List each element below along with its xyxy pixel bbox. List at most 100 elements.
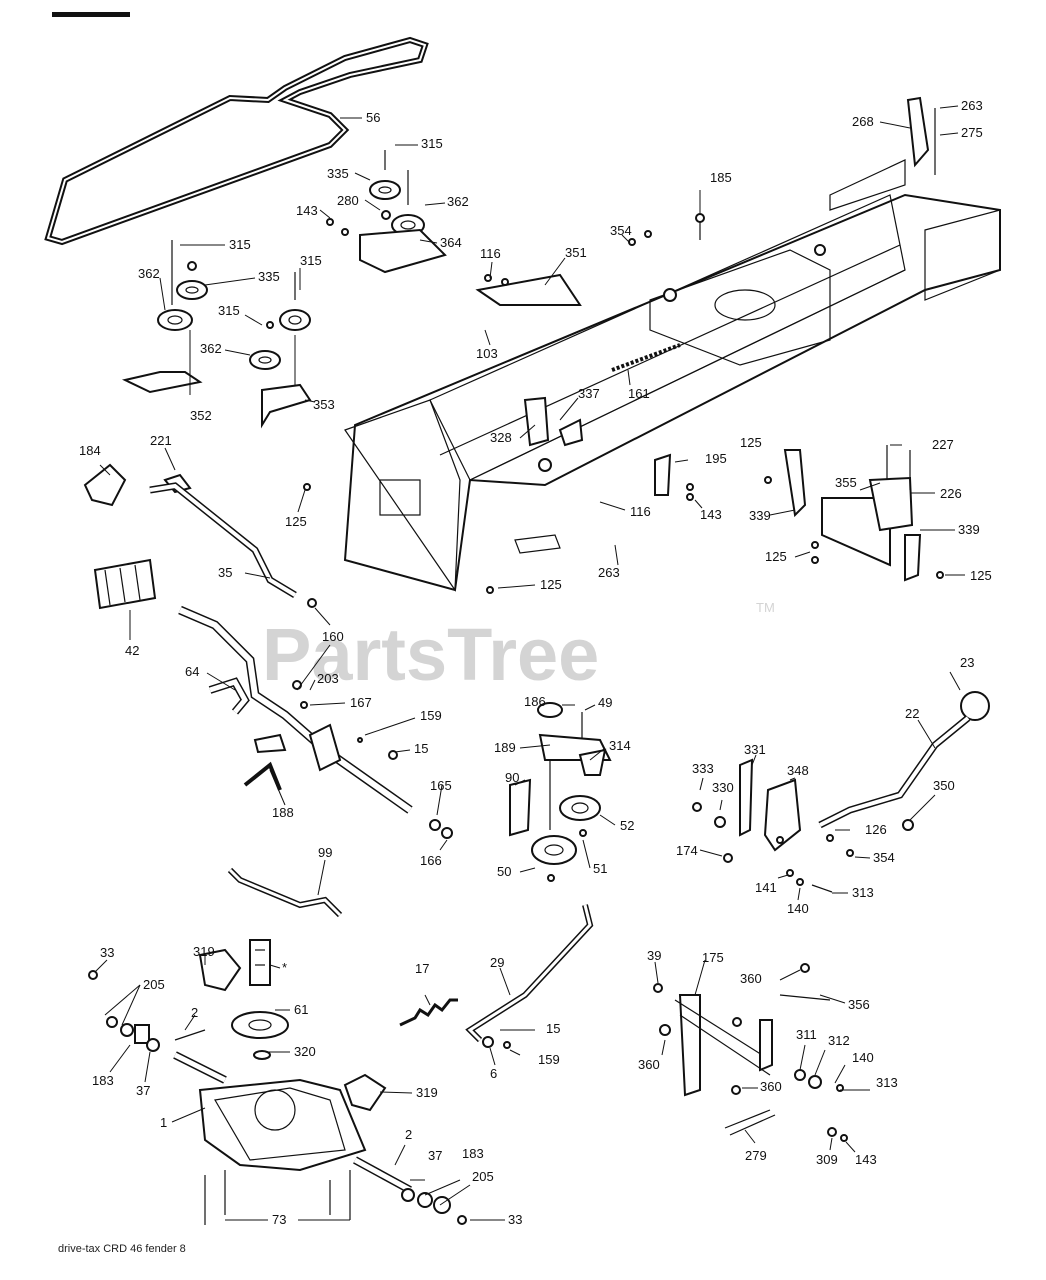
label-185: 185 (710, 170, 732, 185)
label-126: 126 (865, 822, 887, 837)
label-64: 64 (185, 664, 199, 679)
label-354: 354 (610, 223, 632, 238)
label-103: 103 (476, 346, 498, 361)
tractor-frame (343, 159, 1001, 592)
label-311: 311 (796, 1027, 817, 1042)
label-166: 166 (420, 853, 442, 868)
label-362: 362 (200, 341, 222, 356)
label-143: 143 (296, 203, 318, 218)
label-314: 314 (609, 738, 631, 753)
label-221: 221 (150, 433, 172, 448)
label-167: 167 (350, 695, 372, 710)
label-226: 226 (940, 486, 962, 501)
label-23: 23 (960, 655, 974, 670)
label-143: 143 (855, 1152, 877, 1167)
label-315: 315 (300, 253, 322, 268)
pulley-cluster-lower (121, 240, 312, 429)
watermark-text: PartsTree (262, 613, 599, 696)
label-315: 315 (229, 237, 251, 252)
label-279: 279 (745, 1148, 767, 1163)
clutch-assembly (509, 702, 612, 882)
label-42: 42 (125, 643, 139, 658)
label-6: 6 (490, 1066, 497, 1081)
label-227: 227 (932, 437, 954, 452)
part-labels: 56 315 335 280 362 143 364 315 362 335 3… (79, 98, 992, 1227)
label-99: 99 (318, 845, 332, 860)
label-160: 160 (322, 629, 344, 644)
label-35: 35 (218, 565, 232, 580)
label-2: 2 (191, 1005, 198, 1020)
label-star: * (282, 960, 287, 975)
label-263: 263 (961, 98, 983, 113)
label-328: 328 (490, 430, 512, 445)
rod-29-and-spring-17 (399, 904, 594, 1049)
label-364: 364 (440, 235, 462, 250)
label-268: 268 (852, 114, 874, 129)
label-2: 2 (405, 1127, 412, 1142)
label-335: 335 (258, 269, 280, 284)
label-116: 116 (630, 504, 651, 519)
label-161: 161 (628, 386, 650, 401)
label-183: 183 (92, 1073, 114, 1088)
label-315: 315 (218, 303, 240, 318)
label-263: 263 (598, 565, 620, 580)
label-330: 330 (712, 780, 734, 795)
rod-99 (227, 867, 343, 918)
label-360: 360 (740, 971, 762, 986)
label-352: 352 (190, 408, 212, 423)
label-356: 356 (848, 997, 870, 1012)
right-brackets (654, 445, 944, 582)
label-175: 175 (702, 950, 724, 965)
label-280: 280 (337, 193, 359, 208)
label-17: 17 (415, 961, 429, 976)
label-339: 339 (958, 522, 980, 537)
label-337: 337 (578, 386, 600, 401)
footer-text: drive-tax CRD 46 fender 8 (58, 1243, 186, 1255)
label-125: 125 (740, 435, 762, 450)
label-333: 333 (692, 761, 714, 776)
label-313: 313 (876, 1075, 898, 1090)
label-1: 1 (160, 1115, 167, 1130)
label-188: 188 (272, 805, 294, 820)
label-312: 312 (828, 1033, 850, 1048)
header-fragment (52, 12, 130, 17)
label-22: 22 (905, 706, 919, 721)
label-39: 39 (647, 948, 661, 963)
label-362: 362 (447, 194, 469, 209)
label-184: 184 (79, 443, 101, 458)
label-339: 339 (749, 508, 771, 523)
label-159: 159 (538, 1052, 560, 1067)
label-33: 33 (508, 1212, 522, 1227)
label-205: 205 (472, 1169, 494, 1184)
label-355: 355 (835, 475, 857, 490)
label-140: 140 (787, 901, 809, 916)
label-320: 320 (294, 1044, 316, 1059)
transaxle (88, 939, 467, 1225)
label-29: 29 (490, 955, 504, 970)
label-165: 165 (430, 778, 452, 793)
label-125: 125 (970, 568, 992, 583)
label-319: 319 (193, 944, 215, 959)
label-61: 61 (294, 1002, 308, 1017)
shift-lever (692, 691, 990, 893)
label-351: 351 (565, 245, 587, 260)
pedal-parts (83, 463, 494, 839)
label-159: 159 (420, 708, 442, 723)
label-360: 360 (638, 1057, 660, 1072)
label-335: 335 (327, 166, 349, 181)
label-50: 50 (497, 864, 511, 879)
label-73: 73 (272, 1212, 286, 1227)
label-174: 174 (676, 843, 698, 858)
label-313: 313 (852, 885, 874, 900)
label-143: 143 (700, 507, 722, 522)
label-353: 353 (313, 397, 335, 412)
label-203: 203 (317, 671, 339, 686)
label-15: 15 (546, 1021, 560, 1036)
label-183: 183 (462, 1146, 484, 1161)
watermark-tm: TM (756, 600, 775, 615)
label-141: 141 (755, 880, 777, 895)
label-350: 350 (933, 778, 955, 793)
axle-bracket (653, 963, 848, 1142)
label-348: 348 (787, 763, 809, 778)
label-15: 15 (414, 741, 428, 756)
